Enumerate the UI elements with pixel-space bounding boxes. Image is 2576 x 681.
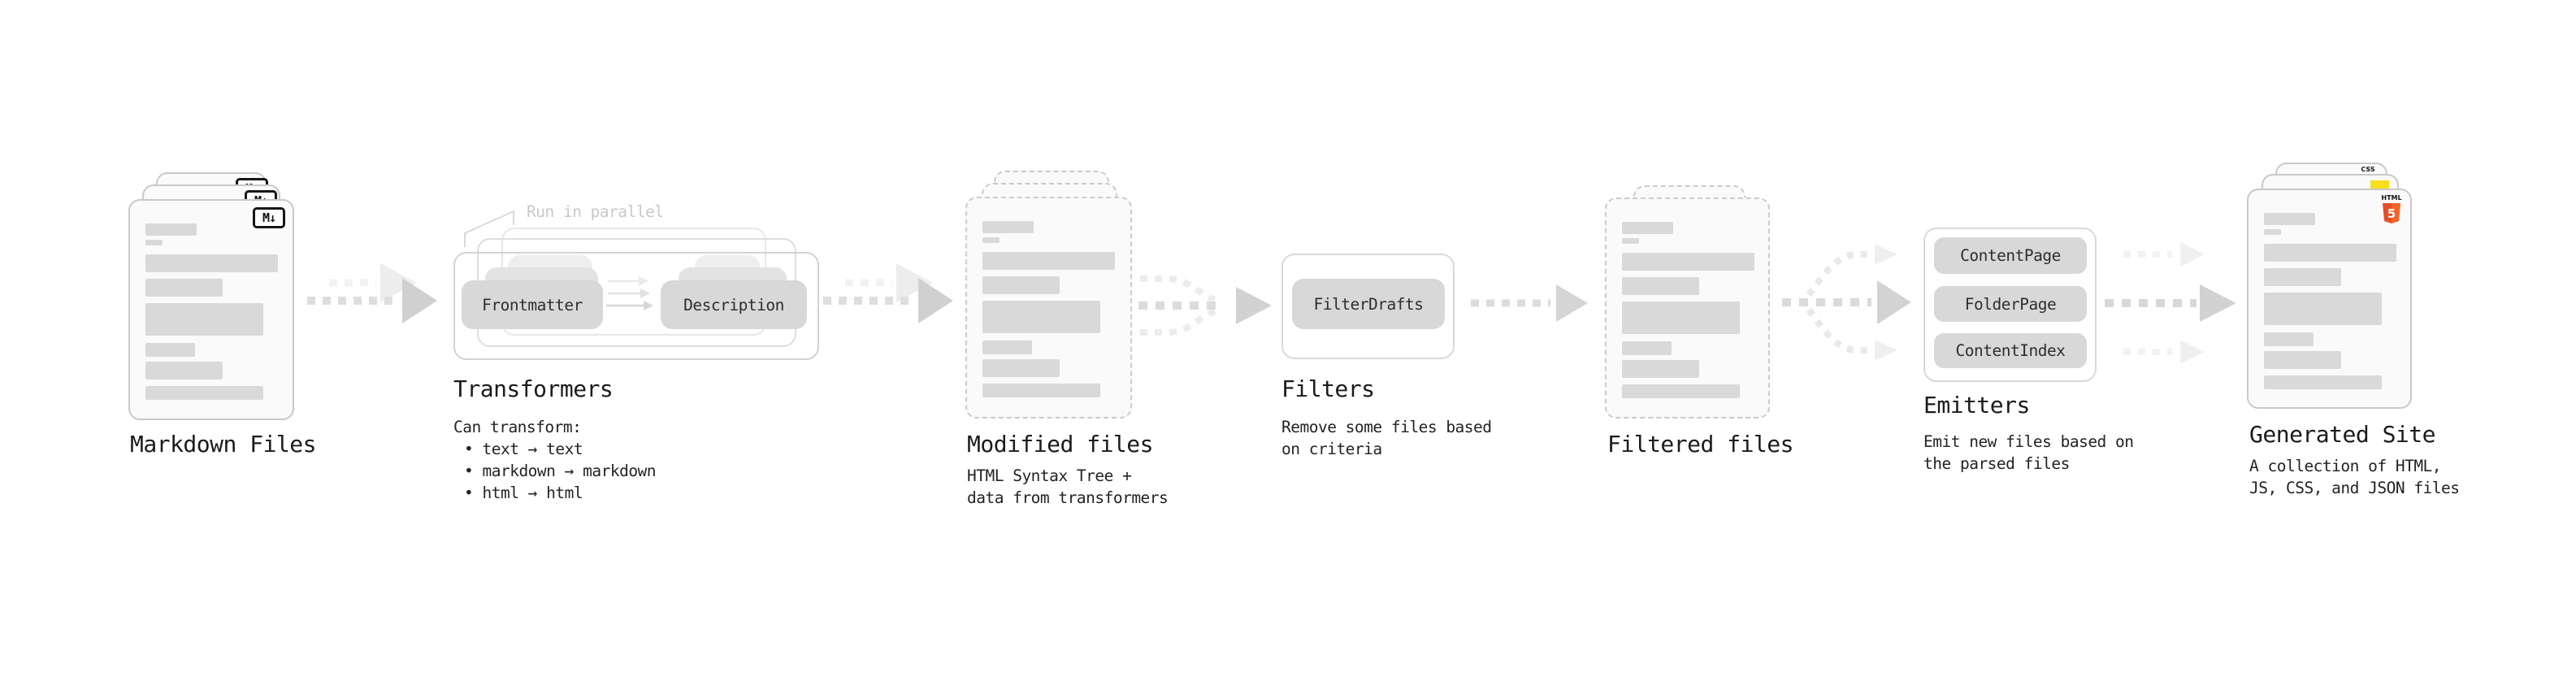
modified-files-description: HTML Syntax Tree + data from transformer… [967,466,1169,507]
skeleton-bar [2264,332,2314,346]
skeleton-bar [1622,360,1699,378]
contentindex-pill: ContentIndex [1934,333,2087,368]
skeleton-bar [982,359,1060,377]
skeleton-bar [982,252,1115,270]
document-skeleton [2264,213,2396,389]
stage-label-filtered-files: Filtered files [1607,431,1794,458]
stage-label-modified-files: Modified files [967,431,1154,458]
stage-label-generated-site: Generated Site [2249,421,2436,448]
skeleton-bar [1622,222,1673,234]
transformers-intro: Can transform: [453,418,582,436]
skeleton-bar [145,303,263,336]
contentpage-pill: ContentPage [1934,237,2087,274]
run-in-parallel-annotation: Run in parallel [527,202,664,221]
document-skeleton [982,221,1115,397]
skeleton-bar [2264,268,2341,286]
skeleton-bar [145,223,197,236]
skeleton-bar [2264,293,2382,325]
skeleton-bar [982,221,1034,233]
arrow-filtered-to-emitters-diverge [1782,244,1911,361]
transformers-bullet-2: • markdown → markdown [464,462,657,480]
lane-arrows [606,276,653,310]
skeleton-bar [145,343,195,357]
markdown-badge-text: M↓ [262,210,276,225]
document-skeleton [145,223,278,400]
skeleton-bar [1622,238,1639,244]
filters-description: Remove some files based on criteria [1281,418,1492,458]
arrow-filters-to-filtered [1471,284,1588,322]
skeleton-bar [2264,244,2396,262]
transformer-lane-front [453,252,819,360]
skeleton-bar [145,279,223,297]
skeleton-bar [982,340,1032,354]
generated-site-description: A collection of HTML, JS, CSS, and JSON … [2249,457,2460,497]
folderpage-pill: FolderPage [1934,286,2087,322]
skeleton-bar [982,276,1060,294]
skeleton-bar [2264,229,2281,235]
filterdrafts-pill: FilterDrafts [1292,279,1445,329]
html5-icon: HTML 5 [2381,194,2402,223]
emitters-description: Emit new files based on the parsed files [1923,432,2134,473]
skeleton-bar [145,386,263,400]
document-skeleton [1622,222,1754,398]
skeleton-bar [145,240,163,245]
skeleton-bar [982,301,1100,333]
skeleton-bar [1622,341,1672,355]
stage-label-emitters: Emitters [1923,392,2030,419]
site-file-card-html: HTML 5 [2247,189,2412,409]
skeleton-bar [1622,384,1740,398]
markdown-file-card: M↓ [128,199,294,420]
arrow-emitters-to-site [2105,242,2236,364]
skeleton-bar [2264,351,2341,369]
css-icon-label: CSS [2361,166,2375,173]
skeleton-bar [1622,277,1699,295]
skeleton-bar [1622,301,1740,334]
stage-label-transformers: Transformers [453,375,614,402]
skeleton-bar [145,362,223,380]
description-pill: Description [661,280,807,329]
arrow-transformers-to-modified [823,263,953,323]
skeleton-bar [2264,213,2315,225]
annotation-leader-line [464,210,514,247]
filtered-file-card [1605,197,1770,419]
arrow-modified-to-filters-converge [1138,275,1272,336]
frontmatter-pill: Frontmatter [462,280,603,329]
skeleton-bar [982,237,1000,243]
html5-icon-number: 5 [2387,206,2396,221]
arrow-markdown-to-transformers [307,263,437,323]
stage-label-markdown-files: Markdown Files [130,431,317,458]
modified-file-card [965,197,1132,419]
skeleton-bar [1622,253,1754,271]
html5-icon-label: HTML [2381,194,2401,202]
transformers-bullet-1: • text → text [464,440,583,458]
skeleton-bar [982,384,1100,397]
skeleton-bar [145,254,278,272]
markdown-icon: M↓ [253,207,285,228]
transformers-bullet-3: • html → html [464,484,583,502]
js-file-icon [2370,180,2389,190]
skeleton-bar [2264,375,2382,389]
stage-label-filters: Filters [1281,375,1375,402]
